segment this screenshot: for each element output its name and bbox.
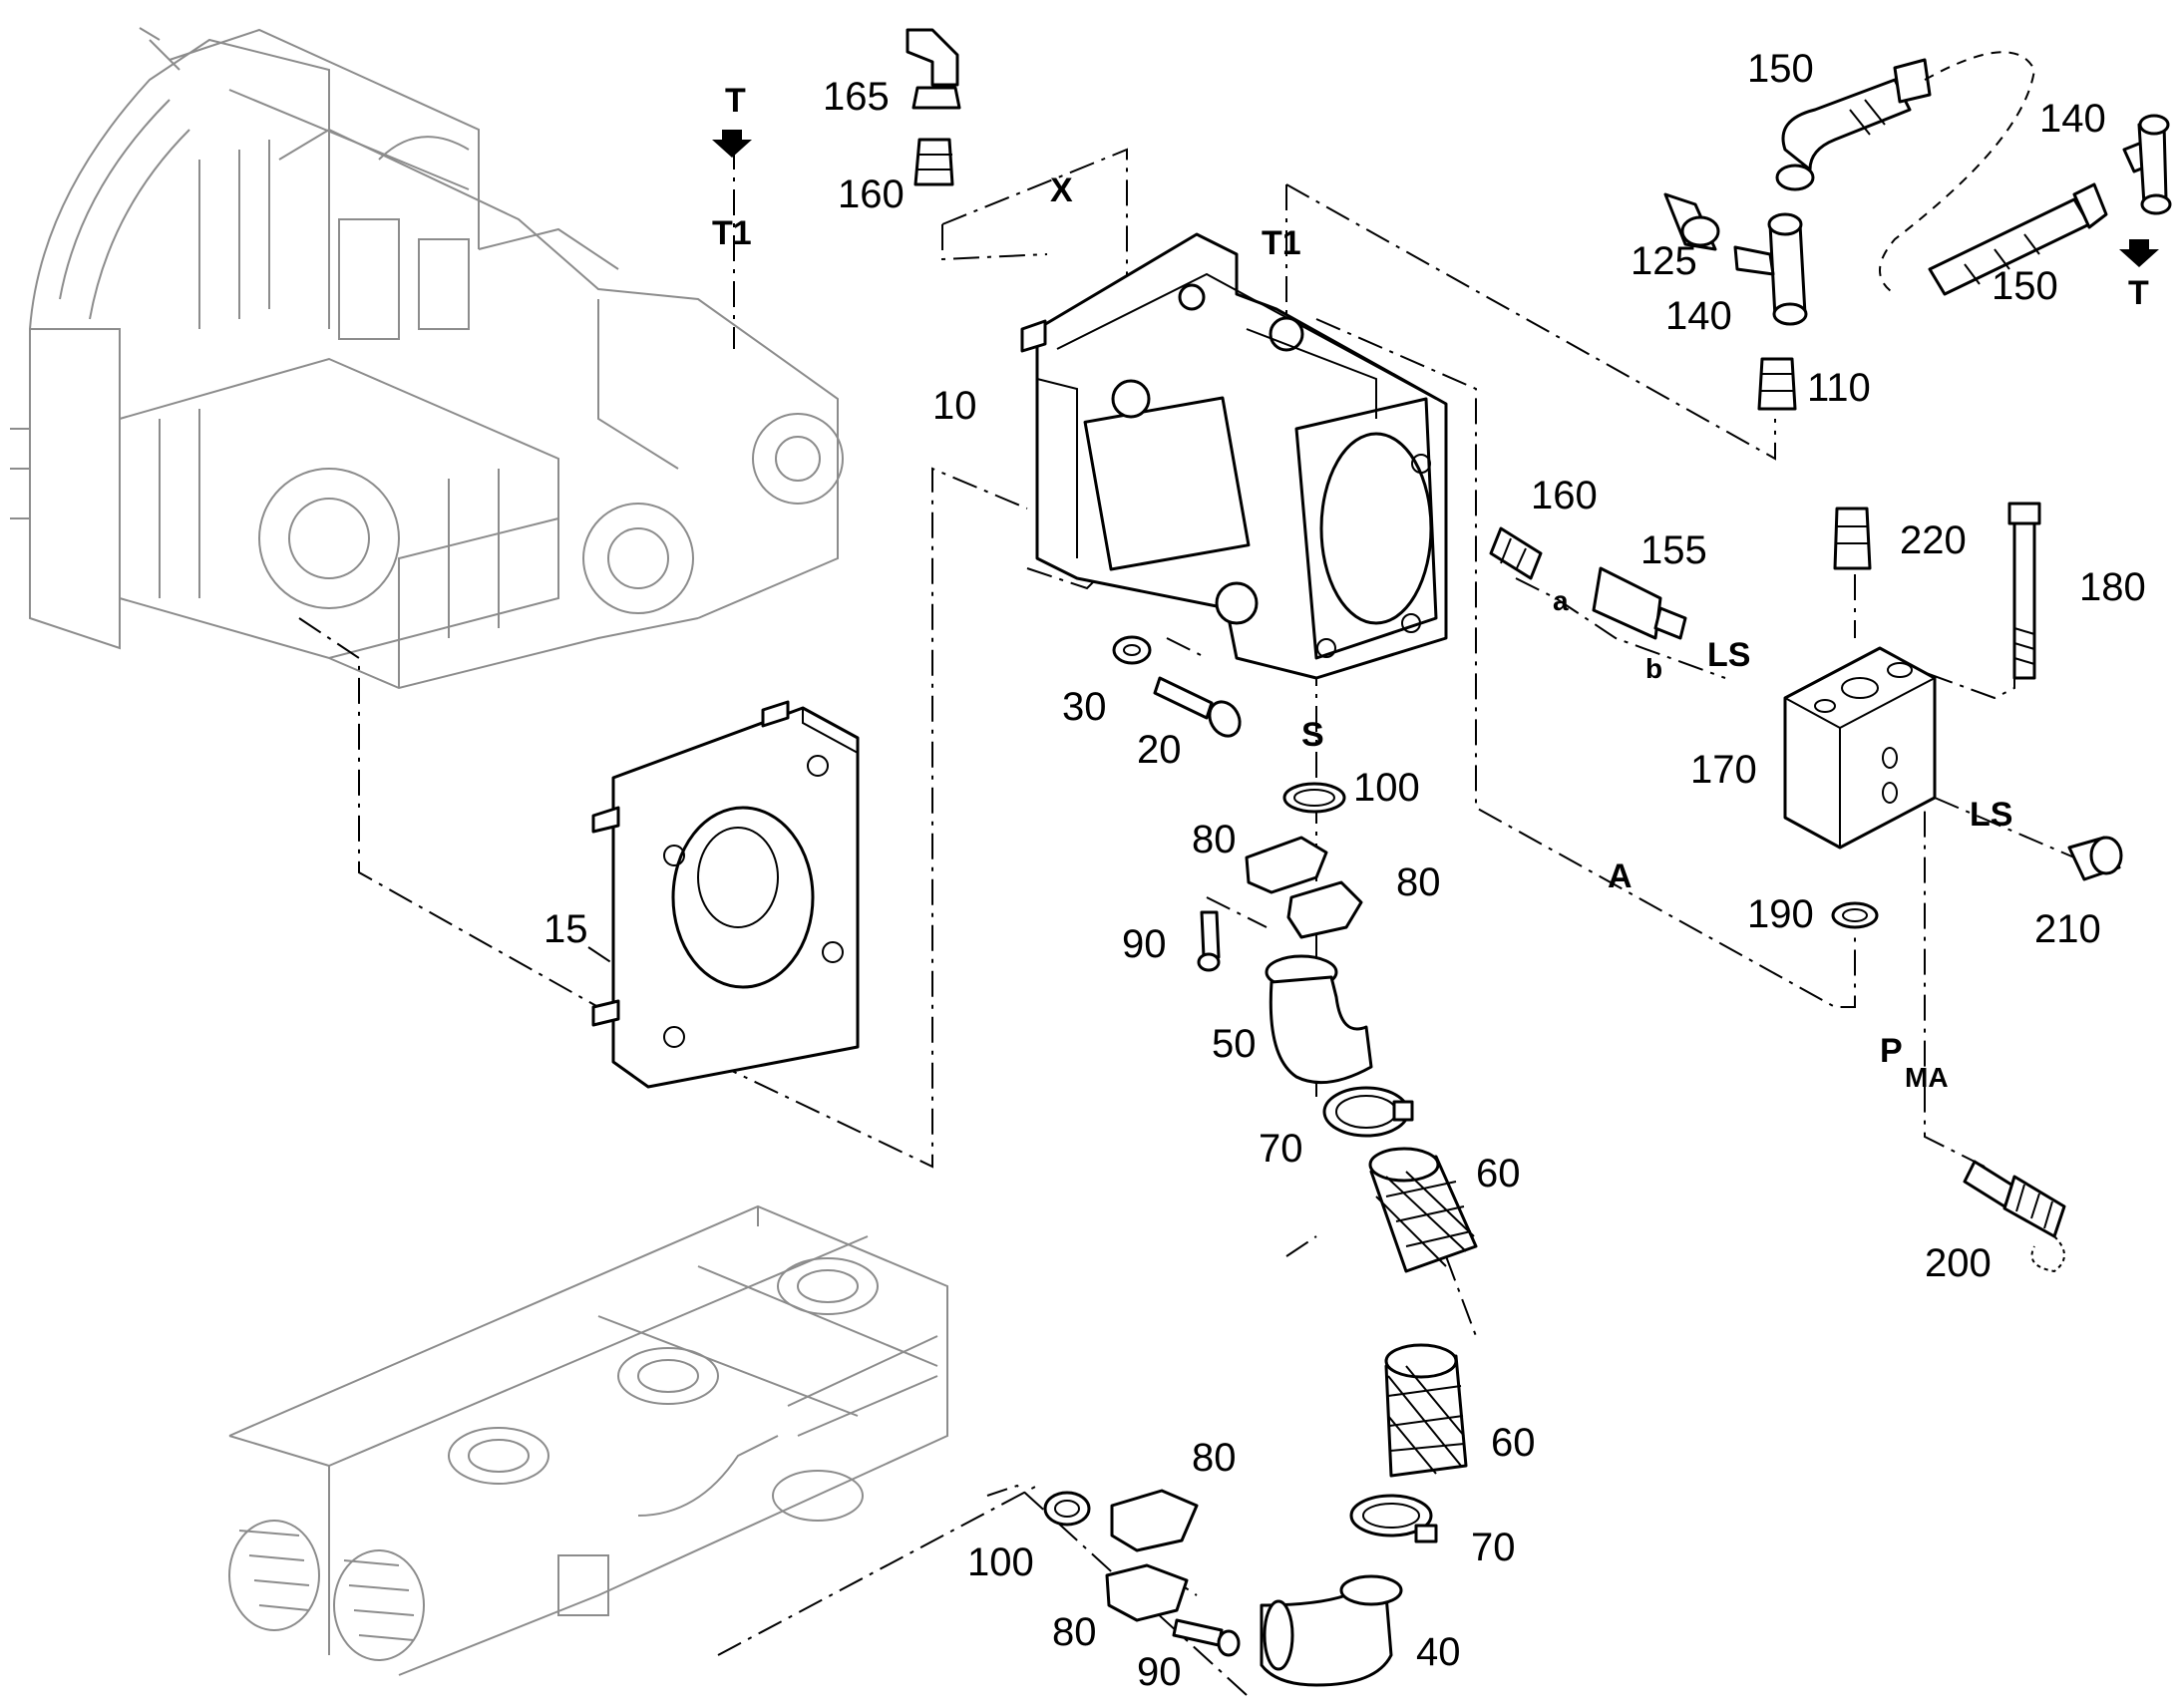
port-label-ls-lower: LS bbox=[1970, 796, 2012, 834]
part-140-tee-right bbox=[2122, 114, 2172, 215]
port-label-a-small: a bbox=[1553, 585, 1569, 616]
label-part-20: 20 bbox=[1137, 728, 1182, 772]
part-20-bolt bbox=[1153, 676, 1242, 738]
label-part-40: 40 bbox=[1416, 1630, 1461, 1674]
part-50-suction-elbow bbox=[1265, 954, 1373, 1085]
part-90-screw-lower bbox=[1172, 1618, 1241, 1657]
part-160-adapter-ls bbox=[1489, 526, 1543, 580]
label-part-110: 110 bbox=[1807, 366, 1871, 410]
part-210-plug bbox=[2067, 836, 2123, 881]
part-number-callouts: 10 15 20 30 40 50 60 60 70 70 80 80 80 8… bbox=[544, 47, 2146, 1694]
part-190-seal-ring bbox=[1831, 901, 1879, 929]
port-label-b-small: b bbox=[1645, 653, 1662, 684]
part-70-hose-clamp-lower bbox=[1349, 1494, 1438, 1543]
part-60-hose-lower bbox=[1384, 1343, 1468, 1478]
part-100-seal-lower bbox=[1043, 1491, 1091, 1527]
label-part-125: 125 bbox=[1631, 239, 1697, 283]
label-part-15: 15 bbox=[544, 907, 588, 951]
part-40-suction-elbow-lower bbox=[1260, 1574, 1403, 1687]
label-part-80-lower-b: 80 bbox=[1052, 1610, 1097, 1654]
part-10-main-pump bbox=[1020, 232, 1448, 680]
label-part-140-center: 140 bbox=[1665, 294, 1732, 338]
valve-block-context-drawing bbox=[228, 1204, 948, 1676]
label-part-50: 50 bbox=[1212, 1022, 1257, 1066]
part-80-clamp-half-upper-a bbox=[1245, 836, 1328, 894]
label-part-150-lower: 150 bbox=[1992, 264, 2058, 308]
label-part-160-ls: 160 bbox=[1531, 474, 1598, 517]
part-90-screw-upper bbox=[1197, 910, 1221, 972]
part-155-fitting bbox=[1592, 566, 1687, 640]
part-180-long-bolt bbox=[2007, 502, 2041, 680]
label-part-220: 220 bbox=[1900, 518, 1967, 562]
part-60-hose-upper bbox=[1368, 1147, 1478, 1273]
port-label-pma-sub: MA bbox=[1905, 1062, 1949, 1093]
part-150-hose-upper bbox=[1775, 58, 1932, 191]
label-part-80-upper-b: 80 bbox=[1396, 860, 1441, 904]
port-label-t-top: T bbox=[725, 82, 746, 120]
port-label-s: S bbox=[1301, 716, 1324, 754]
port-label-t1-pump: T1 bbox=[1262, 224, 1301, 262]
label-part-150-upper: 150 bbox=[1747, 47, 1814, 91]
port-labels: T T1 X T1 S A LS LS a b P MA T bbox=[712, 82, 2159, 1093]
label-part-160-top: 160 bbox=[838, 172, 905, 216]
label-part-90-lower: 90 bbox=[1137, 1650, 1182, 1694]
arrow-down-icon bbox=[2119, 239, 2159, 267]
port-label-x: X bbox=[1050, 171, 1073, 209]
label-part-200: 200 bbox=[1925, 1241, 1992, 1285]
label-part-70-upper: 70 bbox=[1259, 1127, 1303, 1171]
part-30-washer bbox=[1112, 635, 1152, 665]
pump-assembly-context-drawing bbox=[10, 27, 844, 690]
part-80-clamp-half-lower-a bbox=[1110, 1489, 1199, 1552]
part-70-hose-clamp-upper bbox=[1322, 1086, 1414, 1138]
part-80-clamp-half-lower-b bbox=[1105, 1563, 1189, 1622]
part-100-seal-upper bbox=[1282, 782, 1346, 814]
label-part-90-upper: 90 bbox=[1122, 922, 1167, 966]
port-label-pma-p: P bbox=[1880, 1032, 1903, 1070]
label-part-100-lower: 100 bbox=[967, 1540, 1034, 1584]
label-part-100-upper: 100 bbox=[1353, 766, 1420, 810]
label-part-165: 165 bbox=[823, 75, 890, 119]
part-165-elbow-fitting bbox=[906, 28, 961, 110]
part-80-clamp-half-upper-b bbox=[1286, 880, 1363, 939]
part-220-fitting bbox=[1833, 507, 1872, 570]
label-part-155: 155 bbox=[1640, 528, 1707, 572]
port-label-t-right: T bbox=[2128, 274, 2149, 312]
part-140-tee-center bbox=[1733, 212, 1808, 326]
label-part-60-upper: 60 bbox=[1476, 1152, 1521, 1196]
label-part-190: 190 bbox=[1747, 892, 1814, 936]
label-part-210: 210 bbox=[2034, 907, 2101, 951]
label-part-80-upper-a: 80 bbox=[1192, 818, 1237, 861]
label-part-180: 180 bbox=[2079, 565, 2146, 609]
part-150-hose-lower bbox=[1928, 182, 2108, 296]
part-110-fitting bbox=[1757, 357, 1797, 411]
port-label-a: A bbox=[1608, 857, 1633, 895]
part-125-adapter bbox=[1663, 192, 1720, 251]
arrow-down-icon bbox=[712, 130, 752, 158]
part-200-test-coupling bbox=[1963, 1160, 2066, 1273]
label-part-140-right: 140 bbox=[2039, 97, 2106, 141]
label-part-170: 170 bbox=[1690, 748, 1757, 792]
hose-loop-centerline bbox=[1879, 51, 2036, 295]
part-160-adapter-top bbox=[913, 138, 954, 186]
part-15-flange-plate bbox=[591, 700, 860, 1089]
label-part-80-lower-a: 80 bbox=[1192, 1436, 1237, 1480]
port-label-t1-top: T1 bbox=[712, 214, 752, 252]
label-part-10: 10 bbox=[932, 384, 977, 428]
part-170-valve-block bbox=[1783, 646, 1937, 850]
port-label-ls-upper: LS bbox=[1707, 636, 1750, 674]
label-part-60-lower: 60 bbox=[1491, 1421, 1536, 1465]
label-part-30: 30 bbox=[1062, 685, 1107, 729]
label-part-70-lower: 70 bbox=[1471, 1526, 1516, 1569]
